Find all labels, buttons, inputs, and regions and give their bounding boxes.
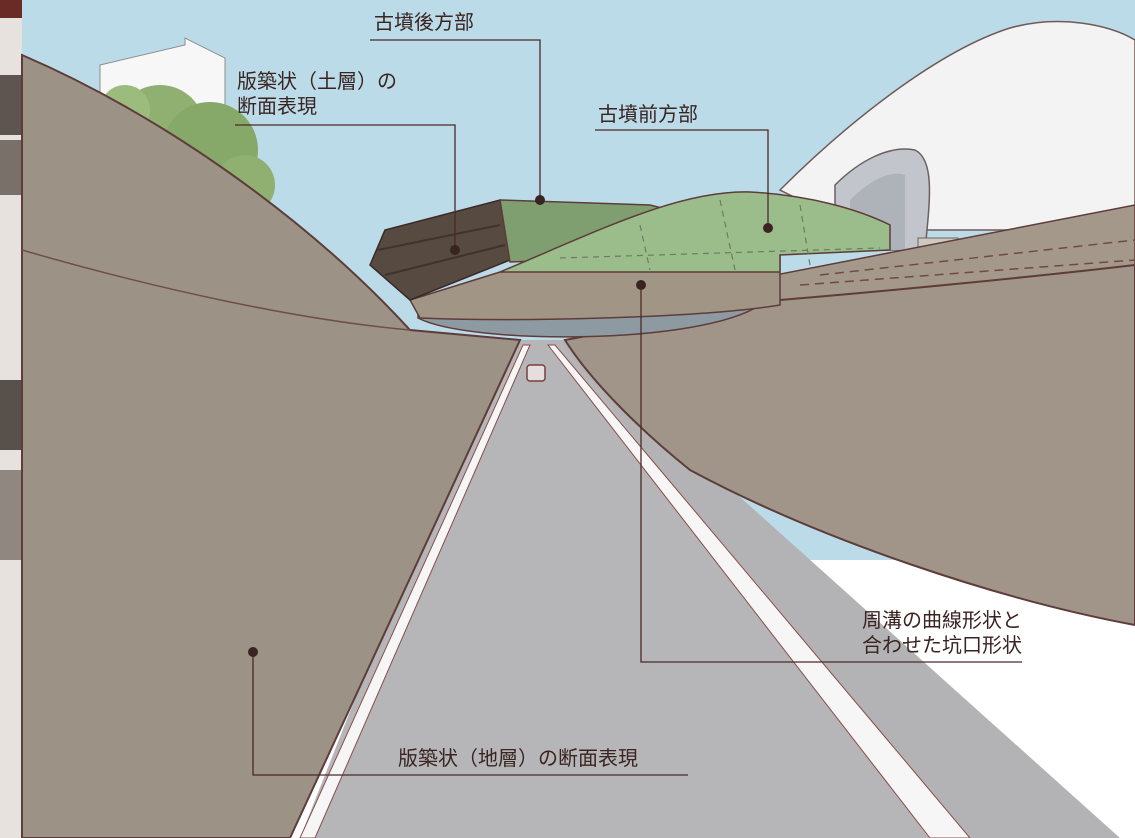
lane-line-right (546, 344, 971, 838)
left-earth-wall (21, 53, 522, 838)
label-soil-layer-line1: 版築状（土層）の (237, 69, 397, 93)
label-soil-layer-line2: 断面表現 (237, 94, 317, 118)
label-trench-portal: 周溝の曲線形状と 合わせた坑口形状 (862, 608, 1022, 658)
car-icon (526, 364, 546, 382)
label-trench-portal-line2: 合わせた坑口形状 (862, 633, 1022, 657)
label-front-mound: 古墳前方部 (598, 102, 698, 126)
label-rear-mound: 古墳後方部 (374, 10, 474, 34)
label-trench-portal-line1: 周溝の曲線形状と (862, 608, 1022, 632)
label-soil-layer-section: 版築状（土層）の 断面表現 (237, 69, 397, 119)
lane-line-left (299, 344, 531, 838)
leader-lines (235, 39, 1022, 776)
front-mound (499, 191, 891, 273)
leader-dots (248, 195, 773, 657)
right-earth-wall (563, 263, 1135, 627)
label-strata-section: 版築状（地層）の断面表現 (398, 746, 638, 770)
left-page-edge (0, 0, 22, 838)
